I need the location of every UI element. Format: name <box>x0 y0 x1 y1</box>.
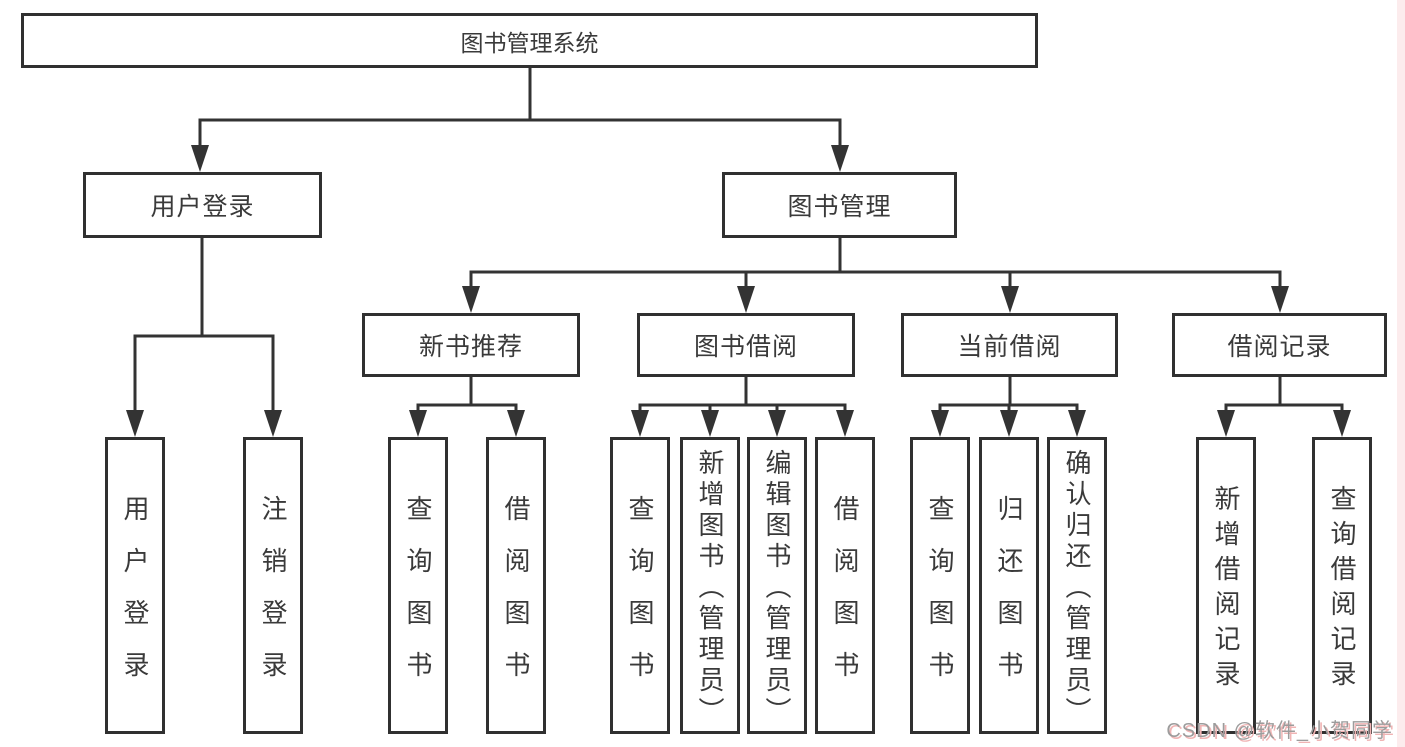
leaf-confirm-return-admin: 确认归还（管理员） <box>1047 437 1107 734</box>
leaf-query-books-recommend-label: 查询图书 <box>403 494 433 703</box>
leaf-edit-books-admin: 编辑图书（管理员） <box>747 437 807 734</box>
leaf-user-login-label: 用户登录 <box>120 494 150 703</box>
node-book-borrow-label: 图书借阅 <box>693 333 798 361</box>
leaf-logout-login: 注销登录 <box>243 437 303 734</box>
leaf-add-borrow-record-label: 新增借阅记录 <box>1211 485 1241 695</box>
node-user-login-label: 用户登录 <box>150 193 255 221</box>
leaf-user-login: 用户登录 <box>105 437 165 734</box>
watermark: CSDN @软件_小贺同学 <box>1166 714 1393 743</box>
leaf-borrow-books-label: 借阅图书 <box>830 494 860 703</box>
node-book-management-label: 图书管理 <box>787 193 892 221</box>
leaf-query-borrow-record-label: 查询借阅记录 <box>1327 485 1357 695</box>
node-current-borrow: 当前借阅 <box>901 313 1118 377</box>
leaf-query-books-borrow-label: 查询图书 <box>625 494 655 703</box>
leaf-logout-login-label: 注销登录 <box>258 494 288 703</box>
leaf-query-books-recommend: 查询图书 <box>388 437 448 734</box>
leaf-query-books-current-label: 查询图书 <box>925 494 955 703</box>
node-borrow-records: 借阅记录 <box>1172 313 1387 377</box>
node-current-borrow-label: 当前借阅 <box>957 333 1062 361</box>
leaf-borrow-books-recommend: 借阅图书 <box>486 437 546 734</box>
leaf-return-books: 归还图书 <box>979 437 1039 734</box>
leaf-add-borrow-record: 新增借阅记录 <box>1196 437 1256 734</box>
watermark-text: CSDN @软件_小贺同学 <box>1166 720 1393 742</box>
right-edge-strip <box>1397 0 1405 747</box>
node-root-label: 图书管理系统 <box>460 29 599 56</box>
node-root: 图书管理系统 <box>21 13 1038 68</box>
leaf-borrow-books: 借阅图书 <box>815 437 875 734</box>
leaf-borrow-books-recommend-label: 借阅图书 <box>501 494 531 703</box>
node-book-management: 图书管理 <box>722 172 957 238</box>
node-new-book-recommend: 新书推荐 <box>362 313 580 377</box>
leaf-confirm-return-admin-label: 确认归还（管理员） <box>1062 448 1092 728</box>
node-book-borrow: 图书借阅 <box>637 313 855 377</box>
node-borrow-records-label: 借阅记录 <box>1227 333 1332 361</box>
node-new-book-recommend-label: 新书推荐 <box>418 333 523 361</box>
leaf-query-books-current: 查询图书 <box>910 437 970 734</box>
leaf-return-books-label: 归还图书 <box>994 494 1024 703</box>
leaf-add-books-admin: 新增图书（管理员） <box>680 437 740 734</box>
node-user-login: 用户登录 <box>83 172 322 238</box>
leaf-query-borrow-record: 查询借阅记录 <box>1312 437 1372 734</box>
leaf-query-books-borrow: 查询图书 <box>610 437 670 734</box>
leaf-add-books-admin-label: 新增图书（管理员） <box>695 448 725 728</box>
leaf-edit-books-admin-label: 编辑图书（管理员） <box>762 448 792 728</box>
